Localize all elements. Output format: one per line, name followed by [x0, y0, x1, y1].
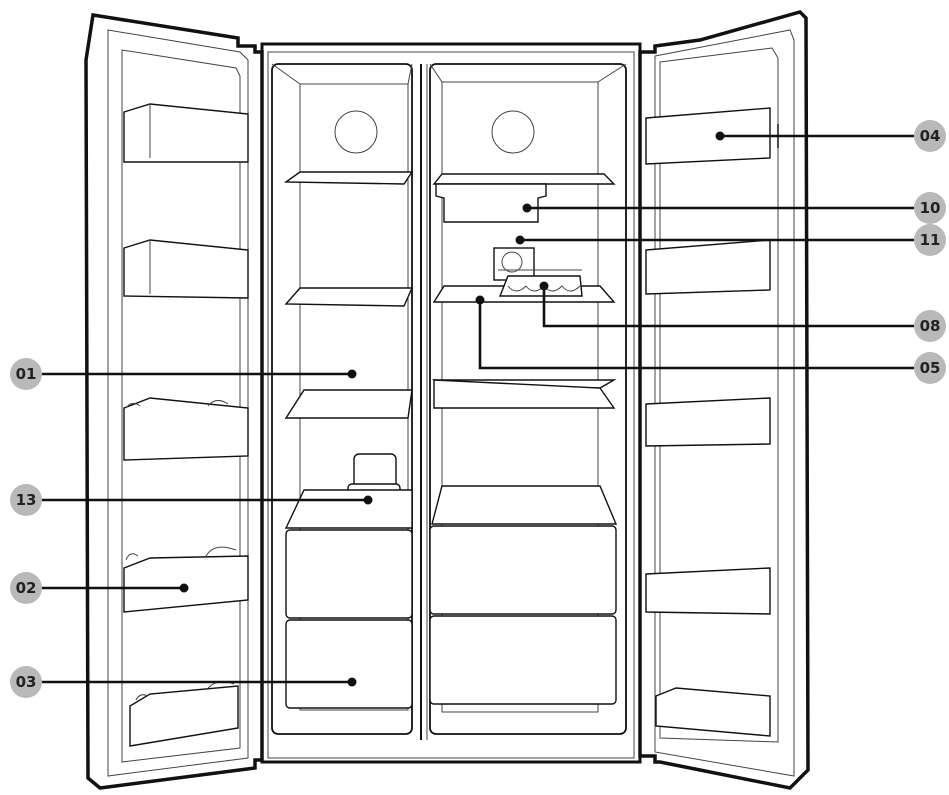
freezer-shelf-4	[284, 489, 413, 529]
left-door-bin-bottom	[129, 681, 239, 747]
freezer-compartment	[271, 63, 414, 735]
callout-badge-04	[914, 120, 946, 152]
left-door-bin-1	[123, 103, 249, 163]
fridge-shelf-4	[431, 485, 618, 525]
fridge-shelf-3	[432, 379, 617, 409]
cabinet	[260, 42, 642, 764]
callout-label-08: 08	[920, 317, 941, 335]
callout-08: 08	[539, 281, 946, 342]
callout-label-02: 02	[16, 579, 37, 597]
fridge-drawer-2	[429, 615, 617, 705]
callout-02: 02	[10, 572, 189, 604]
callout-label-05: 05	[920, 359, 941, 377]
callout-label-04: 04	[920, 127, 941, 145]
callout-badge-02	[10, 572, 42, 604]
callout-03: 03	[10, 666, 357, 698]
freezer-shelf-1	[283, 171, 414, 185]
freezer-drawer-1	[285, 529, 413, 619]
callout-badge-08	[914, 310, 946, 342]
right-door-bin-3	[645, 397, 771, 447]
callout-10: 10	[522, 192, 946, 224]
callout-badge-13	[10, 484, 42, 516]
fridge-drawer-1	[429, 525, 617, 615]
freezer-shelf-2	[284, 287, 414, 307]
callout-11: 11	[515, 224, 946, 256]
left-door-bin-2	[123, 239, 249, 299]
callout-label-03: 03	[16, 673, 37, 691]
callout-label-01: 01	[16, 365, 37, 383]
callout-01: 01	[10, 358, 357, 390]
callout-label-11: 11	[920, 231, 941, 249]
left-door-bin-bottle	[123, 546, 249, 613]
fridge-shelf-1	[432, 173, 616, 185]
freezer-drawer-2	[285, 619, 413, 709]
callout-badge-05	[914, 352, 946, 384]
right-door-bin-1	[645, 107, 771, 165]
callout-13: 13	[10, 484, 373, 516]
callout-badge-10	[914, 192, 946, 224]
fridge-filter	[493, 247, 535, 281]
callout-05: 05	[475, 295, 946, 384]
left-door-bin-3	[123, 397, 249, 461]
left-door	[84, 12, 264, 790]
callout-badge-11	[914, 224, 946, 256]
callout-04: 04	[715, 120, 946, 152]
fridge-compartment	[429, 63, 627, 735]
callout-badge-01	[10, 358, 42, 390]
fridge-upper-tray	[435, 183, 547, 223]
right-door-bin-2	[645, 239, 771, 295]
right-door-bin-bottom	[655, 687, 771, 737]
right-door	[638, 10, 810, 790]
callout-label-10: 10	[920, 199, 941, 217]
right-door-bin-4	[645, 567, 771, 615]
callout-badge-03	[10, 666, 42, 698]
freezer-shelf-3	[284, 389, 413, 419]
callout-label-13: 13	[16, 491, 37, 509]
